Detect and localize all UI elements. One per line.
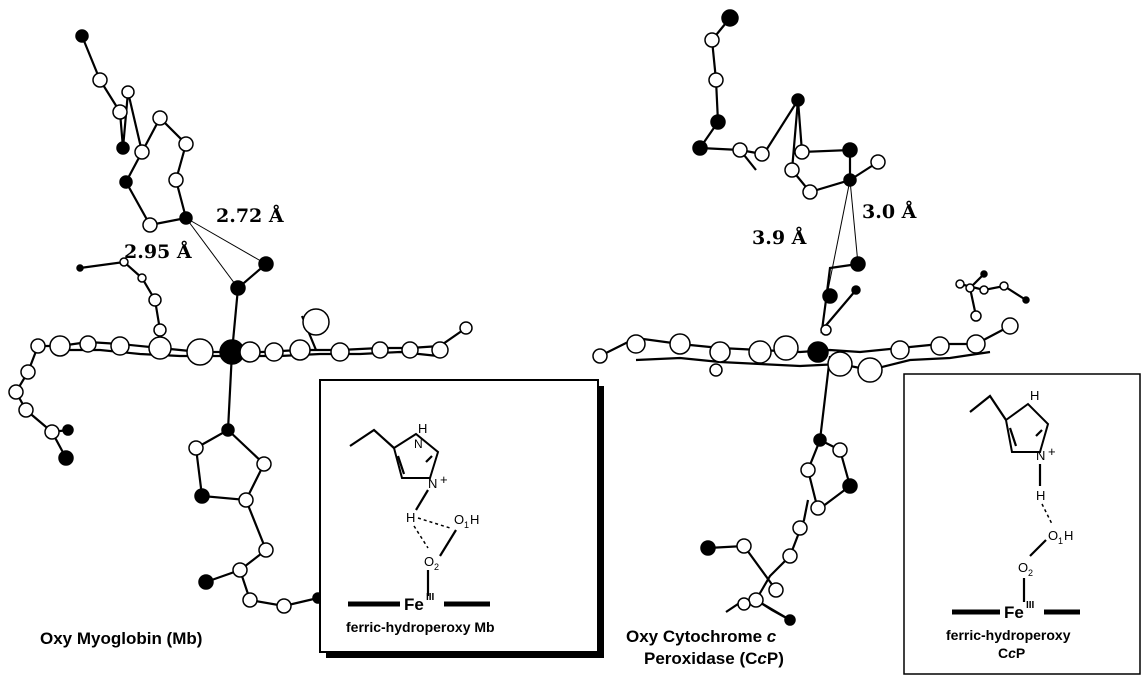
mb-hbond-295 <box>185 217 239 289</box>
mb-chain-a <box>79 260 162 331</box>
svg-text:III: III <box>426 592 435 603</box>
svg-text:H: H <box>1030 388 1039 403</box>
svg-text:Fe: Fe <box>404 595 424 614</box>
mb-inset-box <box>319 379 599 653</box>
svg-text:O: O <box>454 512 464 527</box>
svg-text:III: III <box>1026 600 1035 611</box>
svg-text:O: O <box>424 554 434 569</box>
ccp-inset-box <box>903 373 1141 675</box>
svg-text:H: H <box>470 512 479 527</box>
mb-distance-272: 2.72 Å <box>216 204 284 227</box>
ccp-structure <box>592 9 1030 626</box>
mb-hbond-272 <box>185 217 267 265</box>
svg-text:H: H <box>406 510 415 525</box>
ccp-porphyrin-top <box>599 325 1011 357</box>
ccp-inset: H N + H O 1 H O 2 Fe III ferric-hydroper… <box>903 373 1141 675</box>
mb-caption: Oxy Myoglobin (Mb) <box>40 629 202 648</box>
svg-text:N: N <box>428 476 437 491</box>
svg-text:O: O <box>1048 528 1058 543</box>
mb-inset-n-label: N <box>414 437 423 451</box>
ccp-porphyrin-bot <box>635 350 991 372</box>
mb-inset-ethyl <box>349 428 395 449</box>
ccp-caption-line2: Peroxidase (CcP) <box>644 649 784 668</box>
ccp-inset-caption-line2: CcP <box>998 645 1025 661</box>
mb-inset-ring <box>392 432 440 479</box>
ccp-hbond-39 <box>825 179 851 301</box>
mb-distance-295: 2.95 Å <box>124 240 192 263</box>
svg-text:+: + <box>440 472 448 487</box>
svg-text:2: 2 <box>1028 568 1033 578</box>
svg-text:2: 2 <box>434 562 439 572</box>
ccp-distance-30: 3.0 Å <box>862 200 917 223</box>
svg-text:H: H <box>1064 528 1073 543</box>
ccp-distance-39: 3.9 Å <box>752 226 807 249</box>
svg-text:1: 1 <box>1058 536 1063 546</box>
svg-text:N: N <box>1036 448 1045 463</box>
mb-inset: H N N + H O 2 O 1 H Fe III ferric-hydrop… <box>319 379 604 658</box>
svg-text:O: O <box>1018 560 1028 575</box>
svg-text:H: H <box>418 421 427 436</box>
mb-inset-caption: ferric-hydroperoxy Mb <box>346 619 495 635</box>
svg-text:H: H <box>1036 488 1045 503</box>
ccp-inset-ring <box>1004 402 1050 453</box>
mb-fe-o2-bonds <box>230 263 267 353</box>
ccp-inset-caption-line1: ferric-hydroperoxy <box>946 627 1071 643</box>
svg-text:Fe: Fe <box>1004 603 1024 622</box>
mb-structure <box>8 29 473 614</box>
ccp-hbond-30 <box>849 179 859 265</box>
ccp-chain-right2 <box>968 273 985 317</box>
mb-chain-b <box>14 345 67 459</box>
mb-distal-his-bonds <box>80 35 188 227</box>
svg-text:+: + <box>1048 444 1056 459</box>
svg-text:1: 1 <box>464 520 469 530</box>
ccp-caption-line1: Oxy Cytochrome c <box>626 627 777 646</box>
ccp-inset-ethyl <box>969 394 1007 421</box>
